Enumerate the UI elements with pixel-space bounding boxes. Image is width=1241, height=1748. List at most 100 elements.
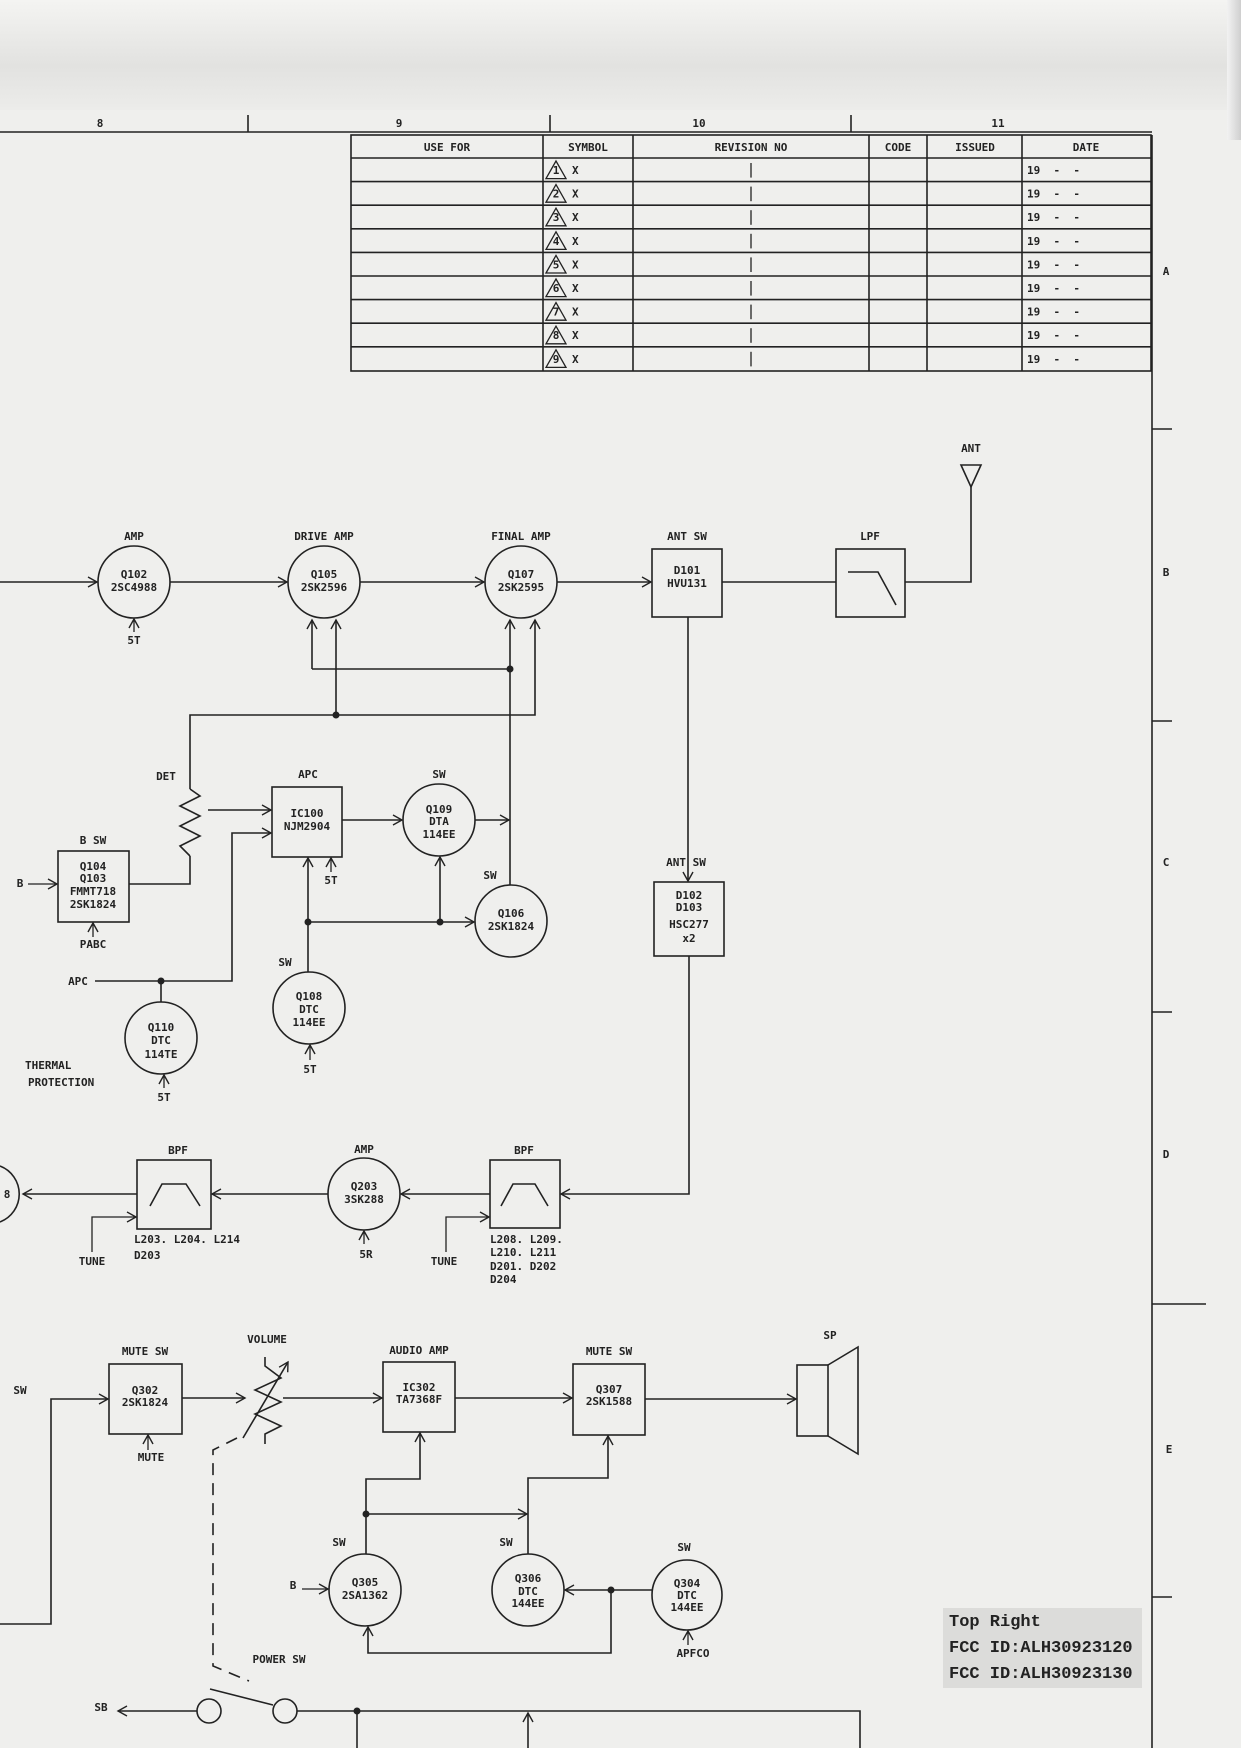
supply-label: 5T <box>127 634 141 647</box>
row-ruler: A B C D E <box>1151 135 1206 1748</box>
revision-triangle-icon <box>544 254 568 274</box>
signal-label: TUNE <box>79 1255 106 1268</box>
part-label: L203. L204. L214 <box>134 1233 240 1246</box>
part-label: Q106 <box>498 907 525 920</box>
signal-label: SB <box>94 1701 108 1714</box>
ic302-audio-amp: AUDIO AMP IC302 TA7368F <box>382 1344 456 1433</box>
d101-ant-sw: ANT SW D101 HVU131 <box>651 530 723 618</box>
part-label: Q302 <box>132 1384 159 1397</box>
q109-sw: SW Q109 DTA 114EE <box>402 768 476 857</box>
signal-label: TUNE <box>431 1255 458 1268</box>
block-title: VOLUME <box>247 1333 287 1346</box>
revision-date: 19 - - <box>1027 329 1080 342</box>
block-title: BPF <box>168 1144 188 1157</box>
revision-number: 6 <box>553 282 560 295</box>
revision-triangle-icon <box>544 230 568 251</box>
block-title: APC <box>298 768 318 781</box>
block-title: MUTE SW <box>586 1345 633 1358</box>
part-label: 2SK1824 <box>122 1396 169 1409</box>
block-title: DET <box>156 770 176 783</box>
revision-mark: X <box>572 258 579 271</box>
row-label: B <box>1163 566 1170 579</box>
bpf-1: BPF TUNE L203. L204. L214 D203 <box>79 1144 241 1268</box>
block-title: BPF <box>514 1144 534 1157</box>
fcc-label-line: Top Right <box>949 1613 1041 1632</box>
revision-date: 19 - - <box>1027 258 1080 271</box>
part-label: Q108 <box>296 990 323 1003</box>
block-title: SW <box>278 956 292 969</box>
part-label: Q307 <box>596 1383 623 1396</box>
fcc-label-line: FCC ID:ALH30923130 <box>949 1665 1133 1684</box>
revision-mark: X <box>572 188 579 201</box>
block-title: POWER SW <box>253 1653 306 1666</box>
supply-label: 5R <box>359 1248 373 1261</box>
volume-potentiometer: VOLUME <box>242 1333 289 1444</box>
part-label: 2SA1362 <box>342 1589 388 1602</box>
part-label: TA7368F <box>396 1393 442 1406</box>
revision-mark: X <box>572 353 579 366</box>
part-label: 2SK1824 <box>488 920 535 933</box>
q107-final-amp: FINAL AMP Q107 2SK2595 <box>484 530 558 619</box>
q307-mute-sw: MUTE SW Q307 2SK1588 <box>572 1345 646 1436</box>
column-label: 9 <box>396 117 403 130</box>
part-label: 144EE <box>511 1597 544 1610</box>
ic100-apc: APC IC100 NJM2904 5T <box>271 768 343 887</box>
block-title: AUDIO AMP <box>389 1344 449 1357</box>
part-label: Q105 <box>311 568 338 581</box>
part-label: Q104 <box>80 860 107 873</box>
part-label: 2SK2596 <box>301 581 348 594</box>
part-label: 144EE <box>670 1601 703 1614</box>
header-revision-no: REVISION NO <box>715 141 788 154</box>
q110-thermal: Q110 DTC 114TE 5T THERMAL PROTECTION APC <box>25 975 198 1104</box>
scan-top-shading <box>0 0 1241 110</box>
revision-date: 19 - - <box>1027 211 1080 224</box>
tx-section: AMP Q102 2SC4988 5T DRIVE AMP Q105 2SK25… <box>0 442 983 1200</box>
det-resistor: DET <box>156 770 202 857</box>
part-label: IC100 <box>290 807 323 820</box>
part-label: DTC <box>299 1003 319 1016</box>
part-label: Q103 <box>80 872 107 885</box>
part-label: DTC <box>677 1589 697 1602</box>
audio-section: SW MUTE SW Q302 2SK1824 MUTE VOLUME AUDI… <box>0 1329 861 1748</box>
header-symbol: SYMBOL <box>568 141 608 154</box>
part-label: Q109 <box>426 803 453 816</box>
part-label: Q305 <box>352 1576 379 1589</box>
revision-number: 2 <box>553 188 560 201</box>
part-label: x2 <box>682 932 695 945</box>
block-title: ANT SW <box>666 856 706 869</box>
revision-date: 19 - - <box>1027 235 1080 248</box>
scan-edge <box>1227 0 1241 140</box>
note-label: PROTECTION <box>28 1076 94 1089</box>
fcc-label-line: FCC ID:ALH30923120 <box>949 1639 1133 1658</box>
signal-label: APFCO <box>676 1647 709 1660</box>
part-label: DTC <box>151 1034 171 1047</box>
part-label: HSC277 <box>669 918 709 931</box>
part-label: 2SK1588 <box>586 1395 632 1408</box>
supply-label: 5T <box>324 874 338 887</box>
lpf: LPF <box>835 530 906 618</box>
q305-sw: SW Q305 2SA1362 B <box>290 1536 402 1627</box>
part-label: 2SK2595 <box>498 581 544 594</box>
revision-triangle-icon <box>544 183 568 203</box>
block-title: ANT SW <box>667 530 707 543</box>
revision-triangle-icon <box>544 277 568 298</box>
row-label: E <box>1166 1443 1173 1456</box>
part-label: 2SK1824 <box>70 898 117 911</box>
row-label: A <box>1163 265 1170 278</box>
part-label: D102 <box>676 889 703 902</box>
bpf-2: BPF TUNE L208. L209. L210. L211 D201. D2… <box>431 1144 563 1286</box>
revision-mark: X <box>572 306 579 319</box>
block-title: SW <box>483 869 497 882</box>
revision-number: 3 <box>553 211 560 224</box>
part-label: Q102 <box>121 568 148 581</box>
column-label: 8 <box>97 117 104 130</box>
block-title: SP <box>823 1329 837 1342</box>
revision-triangle-icon <box>544 324 568 345</box>
q102-amp: AMP Q102 2SC4988 5T <box>97 530 171 647</box>
revision-triangle-icon <box>544 348 568 369</box>
block-title: B SW <box>80 834 107 847</box>
fcc-id-label: Top Right FCC ID:ALH30923120 FCC ID:ALH3… <box>943 1608 1142 1688</box>
revision-number: 7 <box>553 306 560 319</box>
part-label: D204 <box>490 1273 517 1286</box>
block-title: MUTE SW <box>122 1345 169 1358</box>
